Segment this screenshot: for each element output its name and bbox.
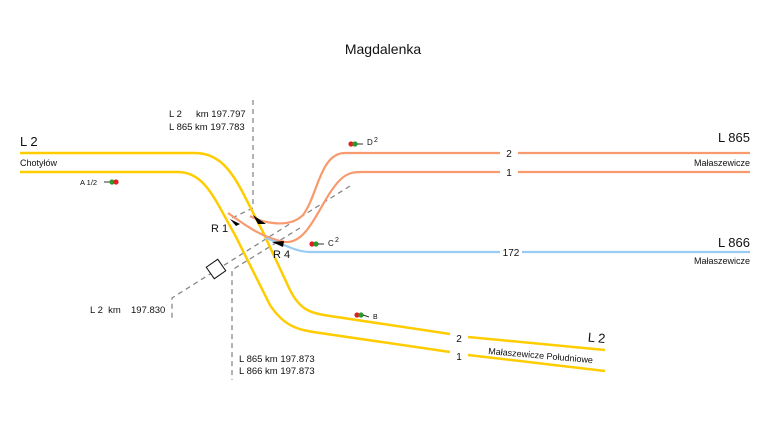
l865-track-1 [227,170,750,244]
station-title: Magdalenka [345,41,421,57]
l2-track-2-end [467,335,606,352]
l866-track-number: 172 [503,248,520,259]
signal-red-icon [113,179,119,185]
l2-track-1-end [467,353,606,373]
l866-line-label: L 866 [718,235,750,250]
switch-r1-label: R 1 [211,223,228,235]
svg-text:2: 2 [374,137,378,144]
l2-track-2-number: 2 [456,334,462,345]
km-bottom-row2: L 866 km 197.873 [239,366,315,377]
km-line-top [229,100,254,220]
l865-track-2 [249,151,750,225]
l865-station-label: Małaszewicze [694,158,750,168]
l865-line-label: L 865 [718,130,750,145]
signal-green-icon [313,241,319,247]
svg-text:2: 2 [335,237,339,244]
svg-text:B: B [373,314,378,321]
level-crossing-icon [205,258,227,280]
signal-d: D 2 [348,137,378,147]
km-dashed-lines [171,100,351,380]
l865-track-1-number: 1 [506,168,512,179]
l2-track-1 [20,170,451,354]
left-station-label: Chotyłów [20,158,58,168]
l2-track-1-number: 1 [456,352,462,363]
km-bottom-row1: L 865 km 197.873 [239,354,315,365]
switch-r1b-icon [253,215,266,224]
svg-text:D: D [367,138,373,147]
switch-markers [230,215,284,247]
line-l2-tracks [20,151,606,373]
l2-track-2 [20,151,451,336]
signal-green-icon [358,312,364,318]
signal-green-icon [109,179,115,185]
switch-r1-icon [230,219,240,226]
signal-c: C 2 [309,237,339,248]
switch-r4-label: R 4 [273,249,290,261]
km-left-line: L 2 km [90,305,121,316]
svg-text:A 1/2: A 1/2 [80,178,97,187]
l2-right-line-label: L 2 [587,330,606,346]
km-line-left [171,185,351,320]
signal-b: B [354,312,378,321]
signal-red-icon [309,241,315,247]
l866-station-label: Małaszewicze [694,256,750,266]
km-left-value: 197.830 [131,305,165,316]
switch-r4-icon [272,241,284,247]
signal-green-icon [352,141,358,147]
line-l866-track [264,236,750,254]
left-line-label: L 2 [20,134,38,149]
km-top-row2: L 865 km 197.783 [169,122,245,133]
km-line-bottom [231,227,301,380]
signal-red-icon [354,312,360,318]
km-top-row1-km: km 197.797 [196,109,246,120]
svg-text:C: C [328,239,334,248]
line-l865-tracks [227,151,750,244]
signal-red-icon [348,141,354,147]
km-top-row1-line: L 2 [169,109,182,120]
l865-track-2-number: 2 [506,149,512,160]
signal-a: A 1/2 [80,178,119,187]
